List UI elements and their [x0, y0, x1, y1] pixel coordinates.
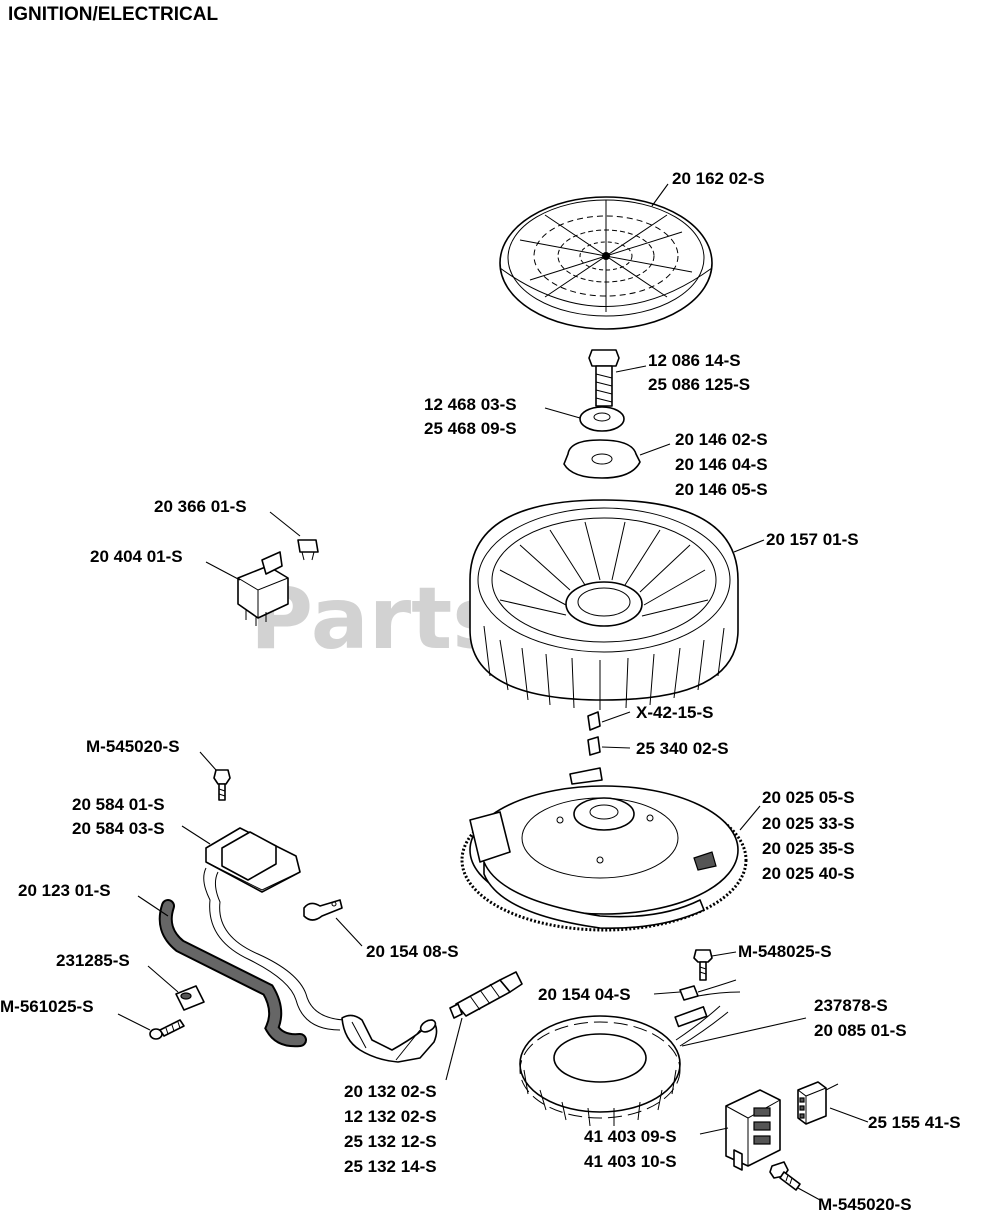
screw-m545020-lower-part[interactable]: [769, 1161, 801, 1191]
screw-m561025-part[interactable]: [149, 1019, 185, 1040]
ignition-module-part[interactable]: [203, 827, 345, 1031]
key-part[interactable]: [587, 711, 601, 731]
label-20-025-05[interactable]: 20 025 05-S: [762, 788, 855, 807]
label-237878[interactable]: 237878-S: [814, 996, 888, 1015]
relay-part[interactable]: [237, 551, 289, 626]
flywheel-part[interactable]: [460, 767, 748, 932]
label-41-403-09[interactable]: 41 403 09-S: [584, 1127, 677, 1146]
spark-plug-part[interactable]: [449, 971, 523, 1019]
label-25-132-12[interactable]: 25 132 12-S: [344, 1132, 437, 1151]
label-41-403-10[interactable]: 41 403 10-S: [584, 1152, 677, 1171]
label-20-025-40[interactable]: 20 025 40-S: [762, 864, 855, 883]
screw-m545020-upper-part[interactable]: [213, 769, 231, 801]
label-20-025-35[interactable]: 20 025 35-S: [762, 839, 855, 858]
clamp-231285-part[interactable]: [175, 985, 205, 1011]
label-20-146-04[interactable]: 20 146 04-S: [675, 455, 768, 474]
label-25-468-09[interactable]: 25 468 09-S: [424, 419, 517, 438]
wire-clamp-part[interactable]: [303, 899, 343, 921]
grass-screen-part[interactable]: [499, 196, 713, 330]
label-20-154-08[interactable]: 20 154 08-S: [366, 942, 459, 961]
label-20-366-01[interactable]: 20 366 01-S: [154, 497, 247, 516]
label-12-468-03[interactable]: 12 468 03-S: [424, 395, 517, 414]
ground-wire-part[interactable]: [158, 899, 307, 1048]
label-20-157-01[interactable]: 20 157 01-S: [766, 530, 859, 549]
label-20-085-01[interactable]: 20 085 01-S: [814, 1021, 907, 1040]
label-25-132-14[interactable]: 25 132 14-S: [344, 1157, 437, 1176]
flywheel-plate-part[interactable]: [563, 439, 641, 479]
label-20-146-05[interactable]: 20 146 05-S: [675, 480, 768, 499]
label-12-132-02[interactable]: 12 132 02-S: [344, 1107, 437, 1126]
label-m-561025[interactable]: M-561025-S: [0, 997, 94, 1016]
label-m-548025[interactable]: M-548025-S: [738, 942, 832, 961]
woodruff-key-part[interactable]: [587, 736, 601, 756]
label-25-155-41[interactable]: 25 155 41-S: [868, 1113, 961, 1132]
label-231285[interactable]: 231285-S: [56, 951, 130, 970]
label-20-132-02[interactable]: 20 132 02-S: [344, 1082, 437, 1101]
label-25-086-125[interactable]: 25 086 125-S: [648, 375, 750, 394]
label-25-340-02[interactable]: 25 340 02-S: [636, 739, 729, 758]
flywheel-bolt-part[interactable]: [588, 349, 620, 407]
label-12-086-14[interactable]: 12 086 14-S: [648, 351, 741, 370]
screw-m548025-part[interactable]: [693, 949, 713, 981]
connector-part[interactable]: [797, 1081, 839, 1125]
label-m-545020-upper[interactable]: M-545020-S: [86, 737, 180, 756]
label-20-162-02[interactable]: 20 162 02-S: [672, 169, 765, 188]
spark-plug-boot-part[interactable]: [341, 1014, 438, 1063]
label-20-584-03[interactable]: 20 584 03-S: [72, 819, 165, 838]
label-20-025-33[interactable]: 20 025 33-S: [762, 814, 855, 833]
fan-part[interactable]: [469, 499, 739, 710]
regulator-part[interactable]: [725, 1089, 781, 1171]
label-m-545020-lower[interactable]: M-545020-S: [818, 1195, 912, 1214]
washer-part[interactable]: [579, 406, 625, 432]
clip-part[interactable]: [297, 539, 319, 561]
stator-part[interactable]: [519, 1005, 729, 1127]
label-20-154-04[interactable]: 20 154 04-S: [538, 985, 631, 1004]
terminal-part[interactable]: [679, 979, 741, 1001]
page-title: IGNITION/ELECTRICAL: [8, 4, 218, 25]
label-20-404-01[interactable]: 20 404 01-S: [90, 547, 183, 566]
label-x-42-15[interactable]: X-42-15-S: [636, 703, 713, 722]
label-20-584-01[interactable]: 20 584 01-S: [72, 795, 165, 814]
label-20-146-02[interactable]: 20 146 02-S: [675, 430, 768, 449]
label-20-123-01[interactable]: 20 123 01-S: [18, 881, 111, 900]
